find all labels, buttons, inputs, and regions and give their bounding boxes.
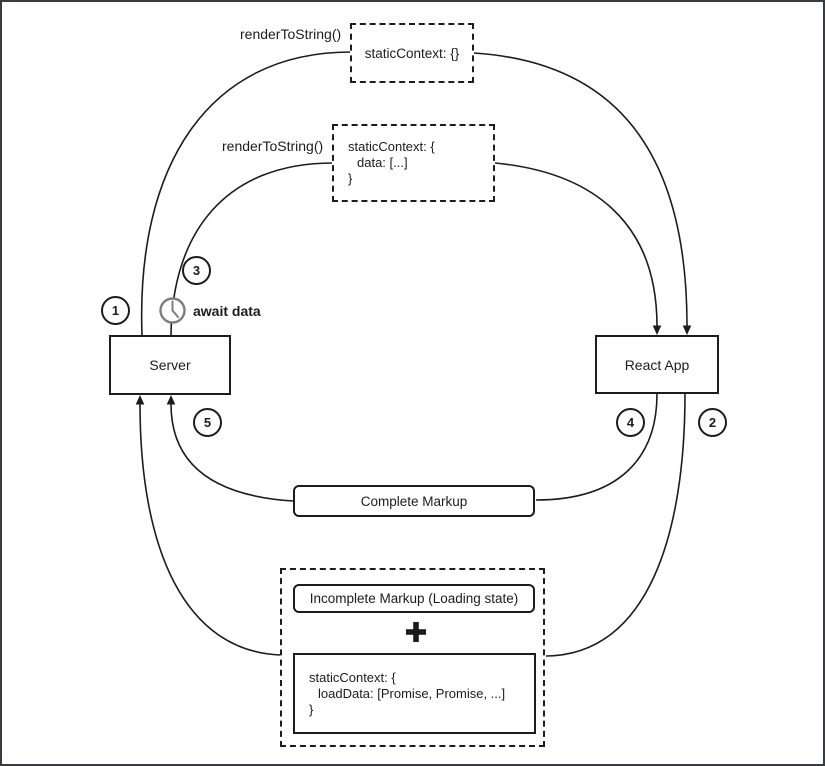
- complete-markup-node: Complete Markup: [293, 485, 535, 517]
- arc-react-to-incomplete-bundle: [545, 393, 686, 657]
- static-context-promises-line2: loadData: [Promise, Promise, ...]: [318, 685, 506, 701]
- plus-icon: [406, 622, 426, 642]
- render-to-string-label-first: renderToString(): [240, 26, 342, 42]
- static-context-data-line2: data: [...]: [357, 155, 408, 170]
- arrowhead-into-server-left: [135, 395, 145, 405]
- static-context-empty-text: staticContext: {}: [364, 45, 460, 61]
- react-app-label: React App: [624, 356, 690, 373]
- incomplete-bundle-container: Incomplete Markup (Loading state) static…: [280, 568, 545, 747]
- arc-complete-markup-to-server: [170, 403, 294, 502]
- static-context-promises-box: staticContext: { loadData: [Promise, Pro…: [293, 653, 536, 734]
- arc-server-to-empty-context: [140, 51, 352, 336]
- arrowhead-into-react-left: [652, 325, 662, 335]
- arrowhead-into-server-right: [166, 395, 176, 405]
- arc-empty-context-to-react: [473, 52, 688, 327]
- clock-icon: [159, 297, 186, 324]
- incomplete-markup-label: Incomplete Markup (Loading state): [309, 591, 519, 606]
- complete-markup-label: Complete Markup: [360, 493, 468, 509]
- arc-incomplete-bundle-to-server: [139, 403, 281, 656]
- react-app-node: React App: [595, 335, 719, 394]
- step-badge-3: 3: [182, 256, 211, 285]
- await-data-label: await data: [193, 303, 261, 319]
- arc-react-to-complete-markup: [535, 393, 658, 501]
- arc-data-context-to-react: [494, 162, 658, 327]
- server-node: Server: [109, 335, 231, 395]
- static-context-promises-line1: staticContext: {: [309, 669, 396, 685]
- static-context-data-line1: staticContext: {: [348, 139, 435, 154]
- arrowhead-into-react-right: [682, 325, 692, 335]
- incomplete-markup-node: Incomplete Markup (Loading state): [293, 584, 535, 613]
- static-context-promises-line3: }: [309, 701, 314, 717]
- static-context-empty-box: staticContext: {}: [350, 23, 474, 83]
- step-badge-1: 1: [101, 296, 130, 325]
- step-badge-5: 5: [193, 408, 222, 437]
- step-badge-4: 4: [616, 408, 645, 437]
- render-to-string-label-second: renderToString(): [222, 138, 324, 154]
- static-context-data-box: staticContext: { data: [...] }: [332, 124, 495, 202]
- server-label: Server: [149, 357, 191, 373]
- static-context-data-line3: }: [348, 171, 353, 186]
- step-badge-2: 2: [698, 408, 727, 437]
